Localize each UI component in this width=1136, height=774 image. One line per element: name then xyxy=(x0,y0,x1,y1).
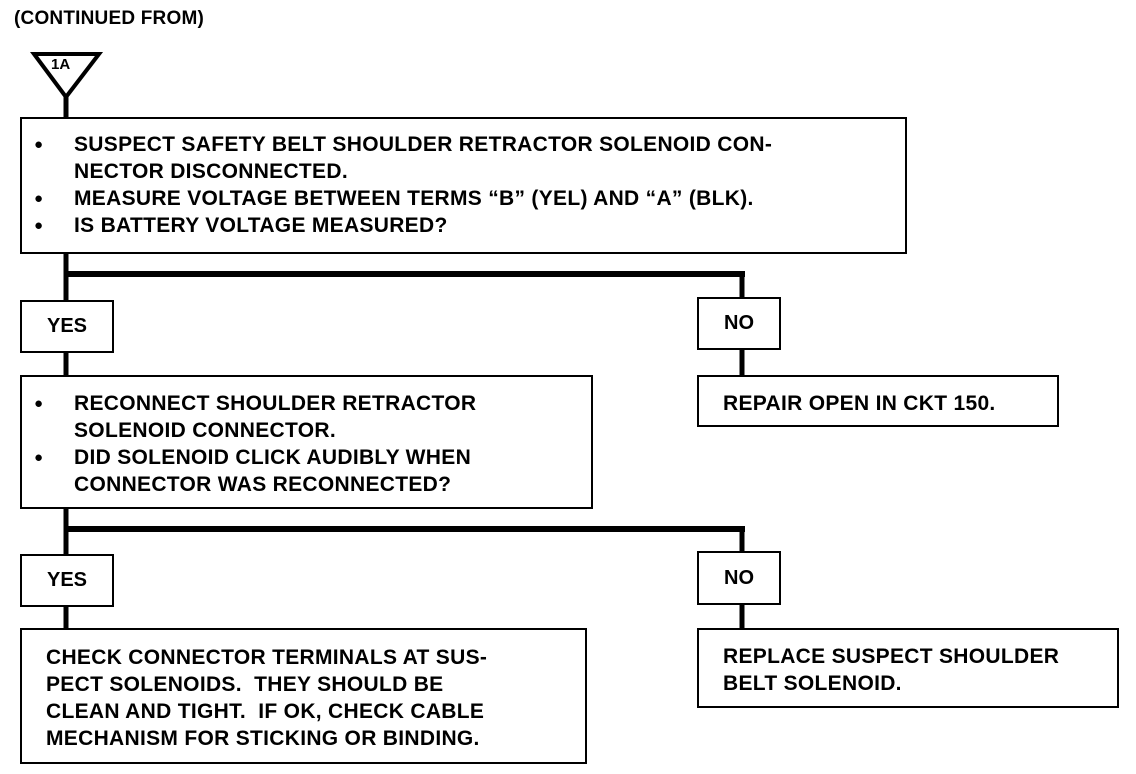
step2-no-label: NO xyxy=(697,551,781,605)
step1-bullet: IS BATTERY VOLTAGE MEASURED? xyxy=(22,212,905,239)
step2-yes-label: YES xyxy=(20,554,114,607)
replace-solenoid-box: REPLACE SUSPECT SHOULDER BELT SOLENOID. xyxy=(697,628,1119,708)
step1-bullet: MEASURE VOLTAGE BETWEEN TERMS “B” (YEL) … xyxy=(22,185,905,212)
repair-open-ckt-box: REPAIR OPEN IN CKT 150. xyxy=(697,375,1059,427)
step2-bullet: RECONNECT SHOULDER RETRACTOR SOLENOID CO… xyxy=(22,390,591,444)
step1-bullet: SUSPECT SAFETY BELT SHOULDER RETRACTOR S… xyxy=(22,131,905,185)
step1-no-label: NO xyxy=(697,297,781,350)
check-connector-terminals-box: CHECK CONNECTOR TERMINALS AT SUS- PECT S… xyxy=(20,628,587,764)
step1-yes-label: YES xyxy=(20,300,114,353)
step1-box: SUSPECT SAFETY BELT SHOULDER RETRACTOR S… xyxy=(20,117,907,254)
continuation-triangle xyxy=(30,52,104,101)
step2-box: RECONNECT SHOULDER RETRACTOR SOLENOID CO… xyxy=(20,375,593,509)
step2-bullet: DID SOLENOID CLICK AUDIBLY WHEN CONNECTO… xyxy=(22,444,591,498)
continued-from-label: (CONTINUED FROM) xyxy=(14,8,205,29)
connector-ref-label: 1A xyxy=(51,56,71,73)
